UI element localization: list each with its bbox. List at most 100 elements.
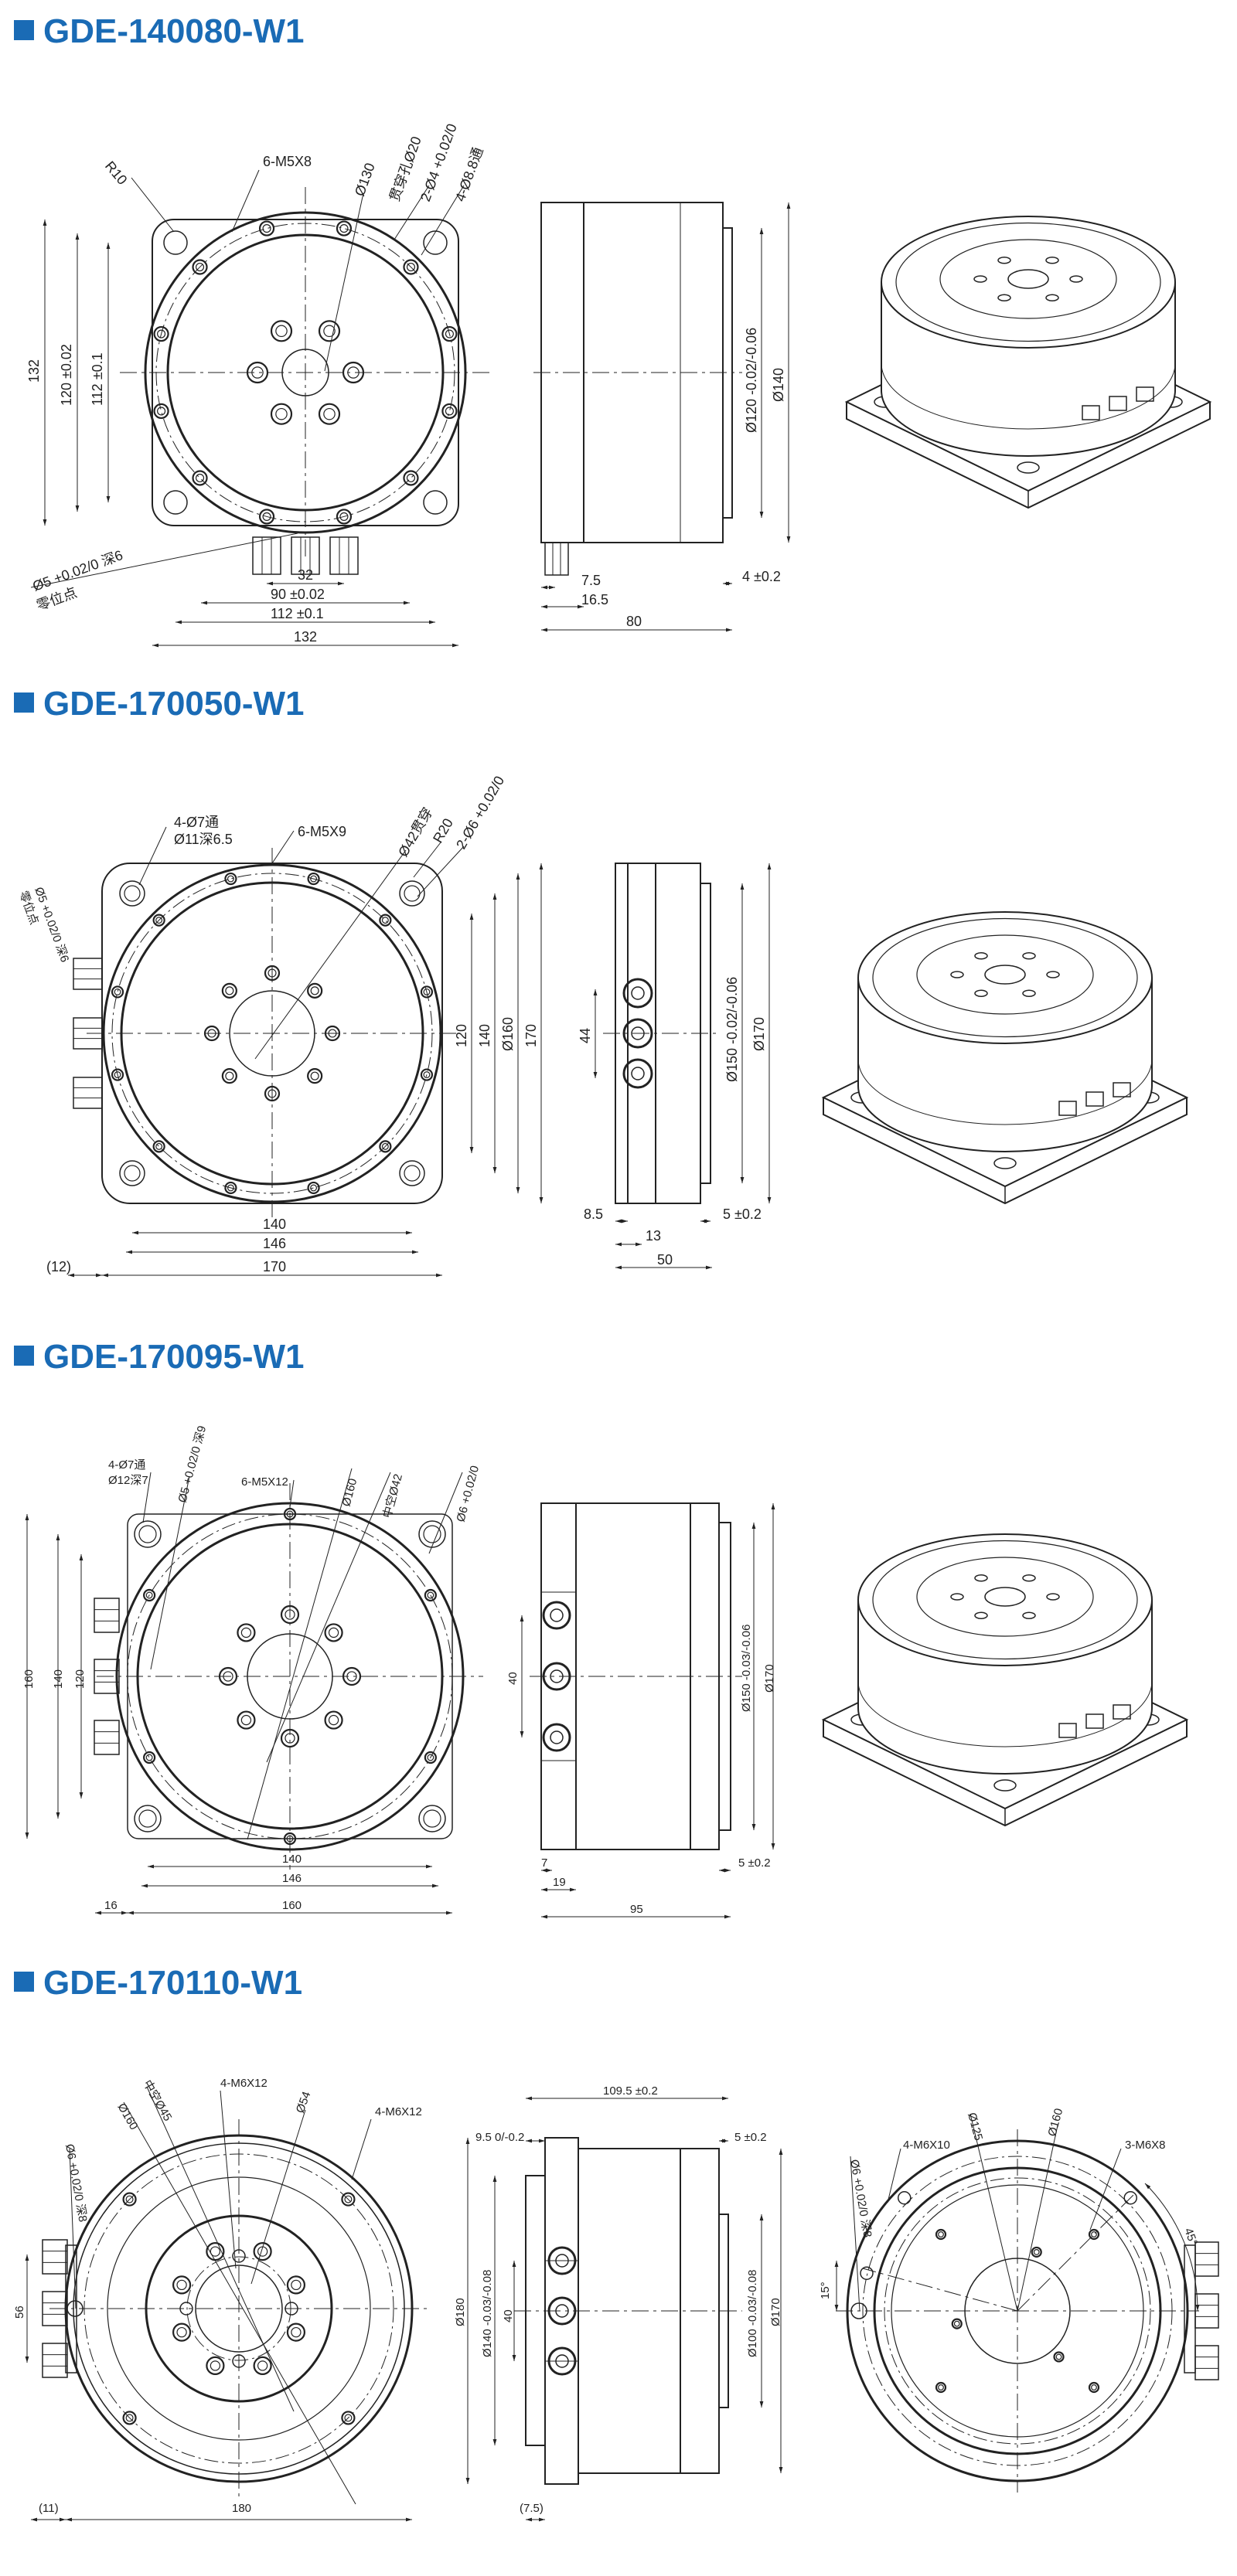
gland-core (550, 1730, 564, 1744)
bolt-hole (424, 1751, 437, 1764)
dim-label: 50 (657, 1252, 673, 1268)
drawing-geometry (25, 169, 1219, 2522)
bolt-hex (240, 1627, 252, 1638)
leader-line (254, 849, 407, 1060)
dim-label: Ø170 (751, 1017, 767, 1051)
bolt-hex (125, 2195, 134, 2203)
dim-label: Ø11深6.5 (174, 832, 233, 847)
leader-line (146, 2086, 295, 2412)
dim-label: 44 (578, 1028, 593, 1043)
cable-gland (542, 1723, 571, 1752)
dim-label: 112 ±0.1 (90, 352, 105, 406)
bolt-hex (291, 2279, 302, 2291)
dim-label: 120 ±0.02 (59, 344, 74, 406)
bolt-hex (157, 407, 166, 416)
dim-label: 中空Ø42 (380, 1472, 405, 1519)
angle-arc-45 (1144, 2183, 1200, 2312)
bolt-hex (406, 473, 416, 483)
bolt-hole (997, 257, 1011, 264)
bolt-hole (1069, 275, 1083, 283)
dim-label: Ø170 (769, 2298, 782, 2326)
dim-label: R20 (430, 815, 456, 846)
bolt-hole (318, 403, 341, 425)
bolt-hex (445, 407, 454, 416)
tapped-hole (1123, 2191, 1137, 2205)
bolt-hex (381, 1142, 389, 1150)
tapped-hole (898, 2191, 912, 2205)
inner-ring (107, 2176, 371, 2441)
dim-label: 95 (630, 1903, 643, 1916)
dim-label: 170 (523, 1024, 539, 1047)
dim-label: 4-Ø7通 (174, 815, 219, 830)
bolt-hole (153, 403, 169, 420)
leader-line (138, 826, 167, 886)
dim-label: Ø6 +0.02/0 (454, 1465, 482, 1524)
bolt-hex (176, 2279, 187, 2291)
dim-label: (12) (46, 1259, 71, 1274)
dim-label: Ø150 -0.03/-0.06 (740, 1625, 753, 1712)
bolt-hole (1045, 294, 1059, 301)
angle-line (862, 2268, 1018, 2312)
hollow-bore (195, 2265, 283, 2353)
dim-label: 140 (282, 1853, 302, 1866)
bolt-hole (441, 325, 458, 342)
angle-line (1017, 2194, 1134, 2312)
bolt-hole (111, 1068, 124, 1081)
bolt-hole (974, 1611, 988, 1619)
bolt-hole (224, 1181, 237, 1195)
section-title-4: GDE-170110-W1 (14, 1964, 302, 2002)
bolt-hex (125, 2414, 134, 2422)
dim-label: 8.5 (584, 1206, 603, 1222)
bolt-hole (951, 2318, 963, 2329)
mount-hole (163, 490, 188, 515)
bolt-hex (328, 1714, 339, 1726)
section-title-2: GDE-170050-W1 (14, 685, 304, 723)
leader-line (394, 185, 430, 240)
dim-label: 4-Ø7通 (108, 1458, 145, 1472)
bolt-hex (257, 2360, 268, 2371)
bolt-hole (974, 1574, 988, 1582)
dim-label: 140 (263, 1217, 286, 1232)
dim-label: 6-M5X12 (241, 1475, 288, 1489)
dim-label: 132 (26, 359, 42, 383)
plate-hole (993, 1779, 1017, 1792)
bolt-hole (122, 2192, 137, 2207)
bolt-hole (286, 2275, 306, 2295)
leader-line (887, 2148, 901, 2203)
mount-hole-inner (124, 1165, 141, 1182)
bolt-hole (152, 1140, 165, 1153)
cable-gland (547, 2346, 577, 2376)
cable-gland (622, 1018, 653, 1049)
bolt-hole (1022, 989, 1036, 997)
bolt-hole (950, 1593, 964, 1601)
leader-line (266, 1472, 391, 1763)
dim-label: Ø12深7 (108, 1474, 148, 1487)
bolt-hex (339, 512, 349, 521)
bolt-hex (344, 2414, 353, 2422)
dim-label: 140 (52, 1669, 65, 1689)
gland-core (550, 1608, 564, 1622)
cable-gland (42, 2239, 68, 2275)
mount-hole (423, 490, 448, 515)
mount-hole-inner (423, 1809, 441, 1828)
cable-gland (1058, 1723, 1077, 1738)
bolt-hex (328, 1627, 339, 1638)
bolt-hole (152, 914, 165, 927)
bolt-hole (1022, 1611, 1036, 1619)
cable-gland (1082, 405, 1100, 420)
leader-line (1017, 2125, 1058, 2312)
mount-hole-inner (404, 1165, 421, 1182)
cable-gland (542, 1601, 571, 1630)
dim-label: 5 ±0.2 (734, 2131, 767, 2144)
bolt-hole (307, 1068, 323, 1084)
bolt-hole (935, 2228, 947, 2241)
bolt-hole (237, 1710, 256, 1730)
cable-gland (73, 1077, 103, 1109)
body-seam (857, 1058, 1153, 1125)
bolt-hex (406, 262, 416, 272)
top-face (857, 911, 1153, 1044)
gland-core (555, 2354, 569, 2368)
dim-label: 120 (454, 1024, 469, 1047)
leader-line (351, 2118, 372, 2180)
bolt-hole (253, 2356, 272, 2376)
